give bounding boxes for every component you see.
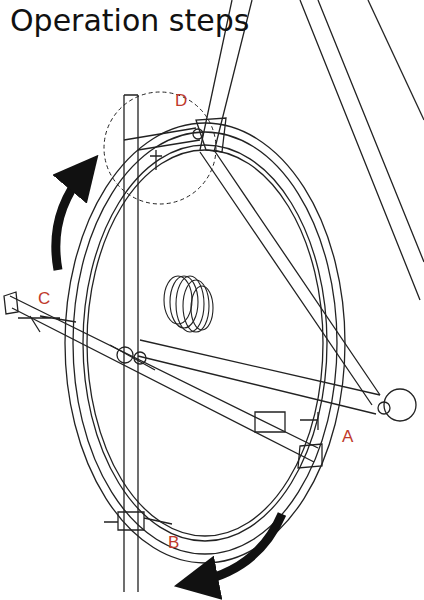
callout-letter: C — [38, 290, 50, 307]
diagram-title: Operation steps — [10, 6, 249, 36]
callout-letter: A — [342, 428, 353, 445]
callout-letter: D — [175, 92, 187, 109]
callout-letter: B — [168, 534, 179, 551]
